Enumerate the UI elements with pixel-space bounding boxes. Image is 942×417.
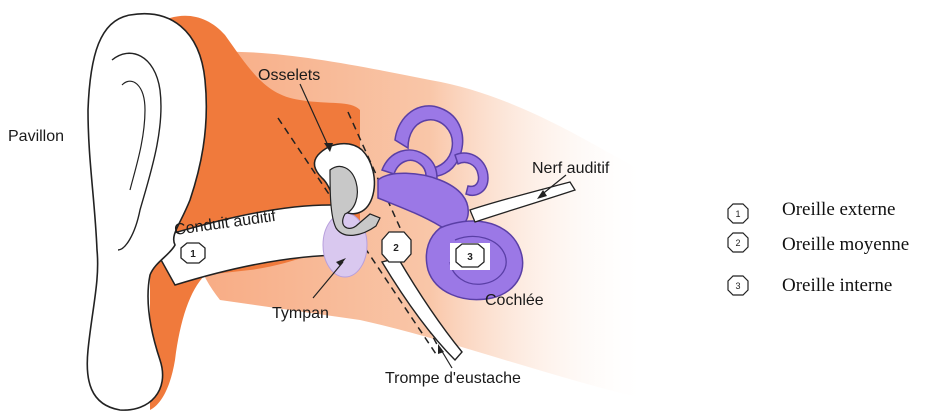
svg-text:2: 2 bbox=[393, 243, 399, 254]
legend-item-3: 3 Oreille interne bbox=[728, 275, 892, 296]
svg-text:2: 2 bbox=[735, 238, 740, 248]
svg-text:Oreille externe: Oreille externe bbox=[782, 199, 895, 220]
svg-text:1: 1 bbox=[735, 209, 740, 219]
legend-item-1: 1 Oreille externe bbox=[728, 199, 895, 223]
label-nerf-auditif: Nerf auditif bbox=[532, 160, 610, 177]
label-trompe-eustache: Trompe d'eustache bbox=[385, 370, 521, 387]
marker-2: 2 bbox=[382, 232, 411, 262]
svg-text:3: 3 bbox=[467, 252, 473, 263]
marker-3: 3 bbox=[450, 243, 490, 270]
label-osselets: Osselets bbox=[258, 67, 320, 84]
svg-text:3: 3 bbox=[735, 281, 740, 291]
marker-1: 1 bbox=[181, 243, 205, 263]
legend: 1 Oreille externe 2 Oreille moyenne 3 Or… bbox=[728, 199, 909, 296]
svg-text:1: 1 bbox=[190, 249, 196, 260]
legend-item-2: 2 Oreille moyenne bbox=[728, 233, 909, 255]
svg-text:Oreille interne: Oreille interne bbox=[782, 275, 892, 296]
label-pavillon: Pavillon bbox=[8, 128, 64, 145]
label-tympan: Tympan bbox=[272, 305, 329, 322]
svg-text:Oreille moyenne: Oreille moyenne bbox=[782, 234, 909, 255]
label-cochlee: Cochlée bbox=[485, 292, 544, 309]
